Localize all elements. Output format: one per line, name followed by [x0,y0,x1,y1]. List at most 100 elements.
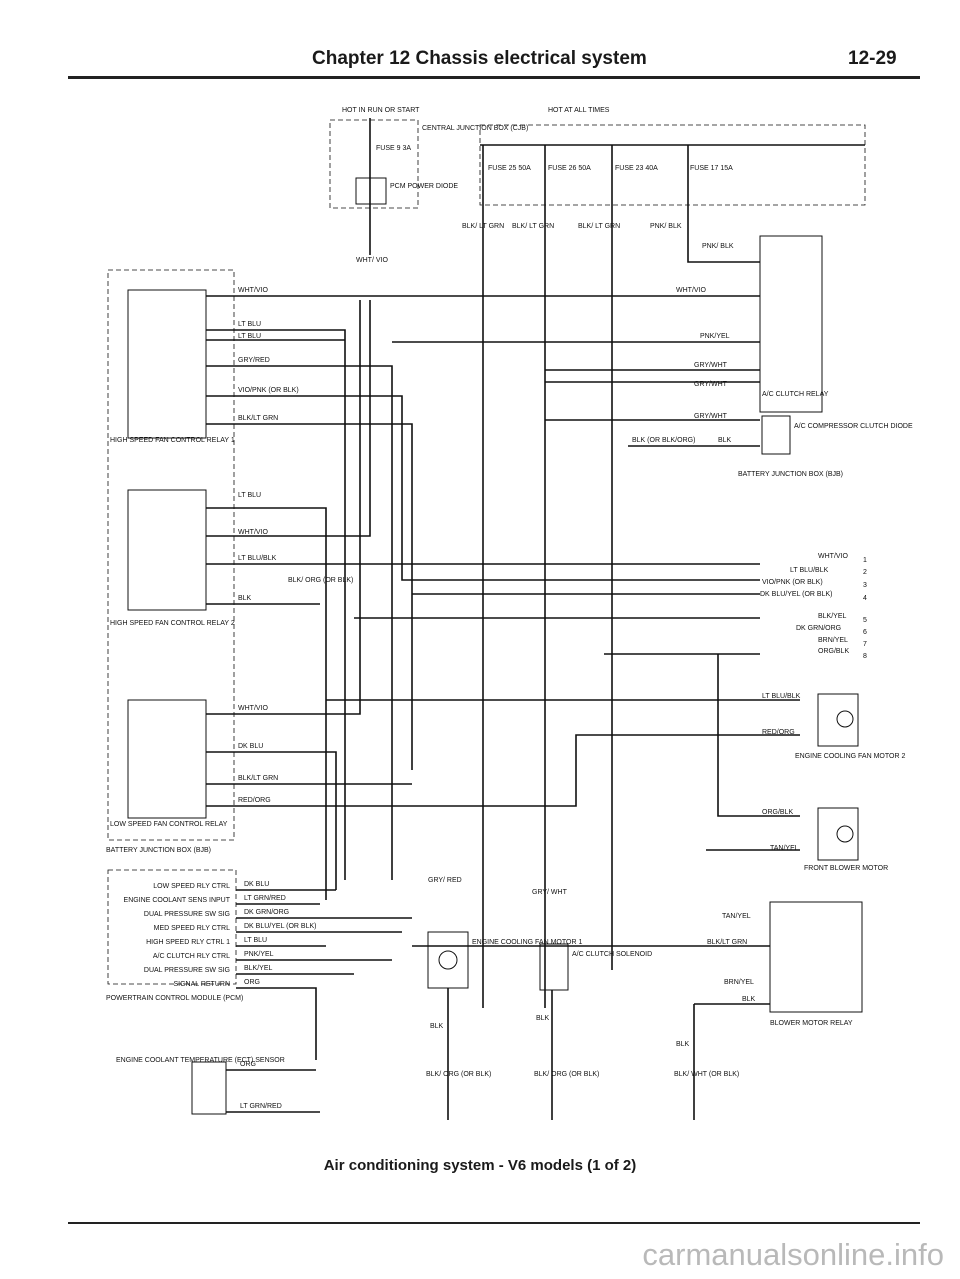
pcm-wire: DK GRN/ORG [244,909,289,916]
watermark: carmanualsonline.info [642,1237,944,1272]
rt-wire-2: WHT/VIO [676,287,706,294]
chapter-title: Chapter 12 Chassis electrical system [312,48,647,69]
pcm-wire-lines [236,889,412,1060]
cjb-label: CENTRAL JUNCTION BOX (CJB) [422,125,528,132]
rt-wire-6: GRY/WHT [694,413,728,420]
fuse-26-wire-label: BLK/ LT GRN [512,223,554,230]
fan2-wire-2: RED/ORG [762,729,795,736]
r3-dk-blu [206,751,337,890]
ect-sensor-box [191,1061,227,1115]
fan-motor-1-box [427,931,469,989]
fuse-23-label: FUSE 23 40A [615,165,658,172]
ac-clutch-relay [759,235,823,413]
pcm-power-diode-label: PCM POWER DIODE [390,183,458,190]
mid-wire-1: GRY/ RED [428,877,462,884]
br-wire-3: BRN/YEL [724,979,754,986]
cw-4: DK BLU/YEL (OR BLK) [760,591,833,598]
fuse-17-label: FUSE 17 15A [690,165,733,172]
pcm-pin: HIGH SPEED RLY CTRL 1 [146,939,230,946]
r3-wire-1: WHT/VIO [238,705,268,712]
r3-red-org [206,734,800,807]
ground-3-label: BLK/ WHT (OR BLK) [674,1071,739,1078]
fan2-wire-1: LT BLU/BLK [762,693,801,700]
r2-lt-blu [206,507,327,900]
r1-wire-4: GRY/RED [238,357,270,364]
rt-wire-1: PNK/ BLK [702,243,734,250]
cp-1: 1 [863,557,867,564]
rt-wire-8: BLK [718,437,732,444]
diagram-caption: Air conditioning system - V6 models (1 o… [323,1157,637,1174]
rt-wire-4: GRY/WHT [694,362,728,369]
blower-label: FRONT BLOWER MOTOR [804,865,888,872]
high-speed-relay-2 [127,489,207,611]
pcm-wire: LT BLU [244,937,267,944]
hot-at-all-times-label: HOT AT ALL TIMES [548,107,610,114]
ac-clutch-relay-label: A/C CLUTCH RELAY [762,391,829,398]
r3-wire-4: RED/ORG [238,797,271,804]
pcm-pin: DUAL PRESSURE SW SIG [144,911,230,918]
pcm-wire: DK BLU [244,881,269,888]
blower-org-blk [717,654,800,817]
r2-wht-vio [206,300,371,537]
high-relay-2-label: HIGH SPEED FAN CONTROL RELAY 2 [110,620,235,627]
ac-compressor-diode [761,415,791,455]
ect-wire-2: LT GRN/RED [240,1103,282,1110]
r1-gry-red [206,365,393,880]
pcm-pins: LOW SPEED RLY CTRL ENGINE COOLANT SENS I… [124,883,231,988]
r1-wire-3: LT BLU [238,333,261,340]
r1-wire-1: WHT/VIO [238,287,268,294]
rt-wire-3: PNK/YEL [700,333,730,340]
wht-vio-short-label: WHT/ VIO [356,257,388,264]
cjb-box [329,119,419,209]
r2-wire-3: LT BLU/BLK [238,555,277,562]
bjb-fuse-box [479,124,866,206]
ac-clutch-solenoid-box [539,943,569,991]
cw-7: BRN/YEL [818,637,848,644]
fan1-label: ENGINE COOLING FAN MOTOR 1 [472,939,582,946]
pcm-wire: ORG [244,979,260,986]
low-relay-label: LOW SPEED FAN CONTROL RELAY [110,821,228,828]
pcm-box [107,869,237,985]
r1-wire-5: VIO/PNK (OR BLK) [238,387,299,394]
cp-4: 4 [863,595,867,602]
ground-2-label: BLK/ ORG (OR BLK) [534,1071,599,1078]
cp-6: 6 [863,629,867,636]
fuse-23-wire-label: BLK/ LT GRN [578,223,620,230]
fan-motor-2-icon [836,710,854,728]
cp-2: 2 [863,569,867,576]
br-wire-2: BLK/LT GRN [707,939,747,946]
fuse-25-wire-label: BLK/ LT GRN [462,223,504,230]
br-wire-1: TAN/YEL [722,913,751,920]
ect-wires [226,1069,320,1113]
pcm-wire: PNK/YEL [244,951,274,958]
fuse-output-wires [482,145,760,1008]
fuse-26-label: FUSE 26 50A [548,165,591,172]
blower-motor-box [817,807,859,861]
blower-relay-label: BLOWER MOTOR RELAY [770,1020,853,1027]
ground-1-label: BLK/ ORG (OR BLK) [426,1071,491,1078]
pcm-pin: DUAL PRESSURE SW SIG [144,967,230,974]
r2-wire-2: WHT/VIO [238,529,268,536]
footer-rule [68,1222,920,1224]
pcm-pin: LOW SPEED RLY CTRL [153,883,230,890]
cp-7: 7 [863,641,867,648]
ground-wires [447,988,695,1120]
r1-lt-blu-a [206,329,346,880]
pcm-wire: BLK/YEL [244,965,273,972]
cp-5: 5 [863,617,867,624]
pcm-wire: DK BLU/YEL (OR BLK) [244,923,317,930]
mid-wire-2: GRY/ WHT [532,889,568,896]
r2-wire-5: BLK/ ORG (OR BLK) [288,577,353,584]
r2-wire-4: BLK [238,595,252,602]
blower-motor-icon [836,825,854,843]
pcm-pin: SIGNAL RETURN [173,981,230,988]
fuse-17-wire-label: PNK/ BLK [650,223,682,230]
cw-3: VIO/PNK (OR BLK) [762,579,823,586]
blower-wire-1: ORG/BLK [762,809,793,816]
pcm-wires: DK BLU LT GRN/RED DK GRN/ORG DK BLU/YEL … [236,881,412,1060]
blower-wire-2: TAN/YEL [770,845,799,852]
pcm-wire: LT GRN/RED [244,895,286,902]
mid-wire-3: BLK [430,1023,444,1030]
cp-8: 8 [863,653,867,660]
bjb-left-label: BATTERY JUNCTION BOX (BJB) [106,847,211,854]
